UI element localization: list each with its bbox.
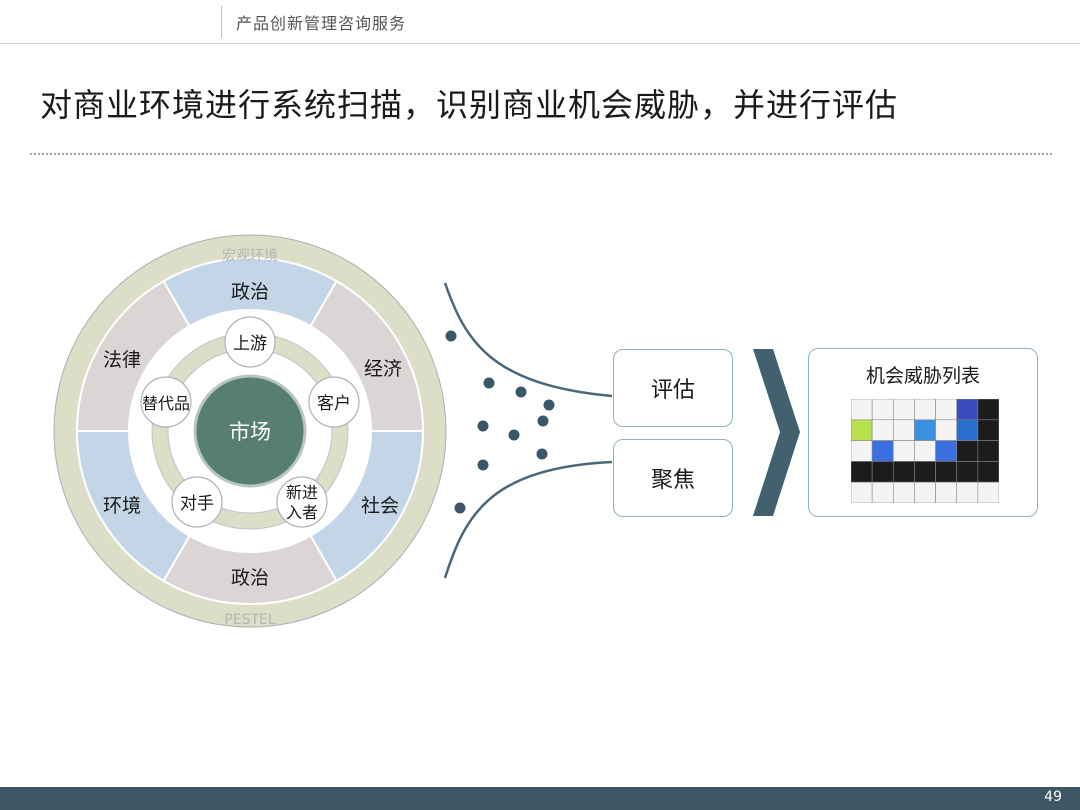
node-upstream-label: 上游	[233, 334, 267, 354]
scan-dot	[508, 429, 520, 441]
market-center	[193, 374, 307, 488]
focus-box: 聚焦	[613, 439, 733, 517]
header-rule	[0, 43, 1080, 44]
evaluate-label: 评估	[650, 378, 695, 403]
calendar-thumbnail-image	[851, 399, 999, 503]
node-substitute	[140, 376, 192, 428]
scan-dot	[537, 415, 549, 427]
chevron-right-icon	[753, 349, 800, 516]
header-divider	[221, 6, 222, 38]
scan-dot	[454, 502, 466, 514]
slide-title: 对商业环境进行系统扫描，识别商业机会威胁，并进行评估	[40, 86, 899, 124]
segment-economy: 经济	[364, 358, 402, 380]
segment-society: 社会	[361, 495, 399, 517]
scan-dot	[543, 399, 555, 411]
evaluate-box: 评估	[613, 349, 733, 427]
page-number: 49	[1044, 789, 1062, 805]
funnel-lower-curve	[443, 460, 613, 579]
list-box-title: 机会威胁列表	[865, 365, 980, 387]
node-customer	[308, 376, 360, 428]
scan-dot	[477, 420, 489, 432]
outer-ring-bottom-label: PESTEL	[224, 612, 276, 628]
node-new-entrant-label-1: 新进	[286, 483, 318, 502]
footer-bar: 49	[0, 787, 1080, 810]
scan-dot	[536, 448, 548, 460]
segment-environment: 环境	[103, 495, 141, 517]
opportunity-threat-list-box: 机会威胁列表	[808, 348, 1038, 517]
node-customer-label: 客户	[317, 394, 351, 414]
node-competitor	[171, 476, 223, 528]
node-new-entrant	[276, 476, 328, 528]
scan-dot	[515, 386, 527, 398]
segment-politics-top: 政治	[231, 281, 269, 303]
focus-label: 聚焦	[650, 468, 695, 493]
node-substitute-label: 替代品	[142, 394, 190, 413]
node-upstream	[224, 316, 276, 368]
scan-dot	[477, 459, 489, 471]
segment-law: 法律	[103, 349, 141, 371]
title-dotted-rule	[30, 153, 1052, 155]
scan-dots	[445, 330, 555, 514]
node-competitor-label: 对手	[180, 494, 214, 514]
outer-ring-top-label: 宏观环境	[222, 248, 278, 264]
pestel-segments	[75, 257, 425, 605]
scan-dot	[445, 330, 457, 342]
center-label: 市场	[229, 420, 271, 444]
funnel-upper-curve	[443, 282, 613, 398]
segment-politics-bottom: 政治	[231, 567, 269, 589]
header-title: 产品创新管理咨询服务	[236, 14, 407, 33]
node-new-entrant-label-2: 入者	[286, 503, 318, 522]
scan-dot	[483, 377, 495, 389]
